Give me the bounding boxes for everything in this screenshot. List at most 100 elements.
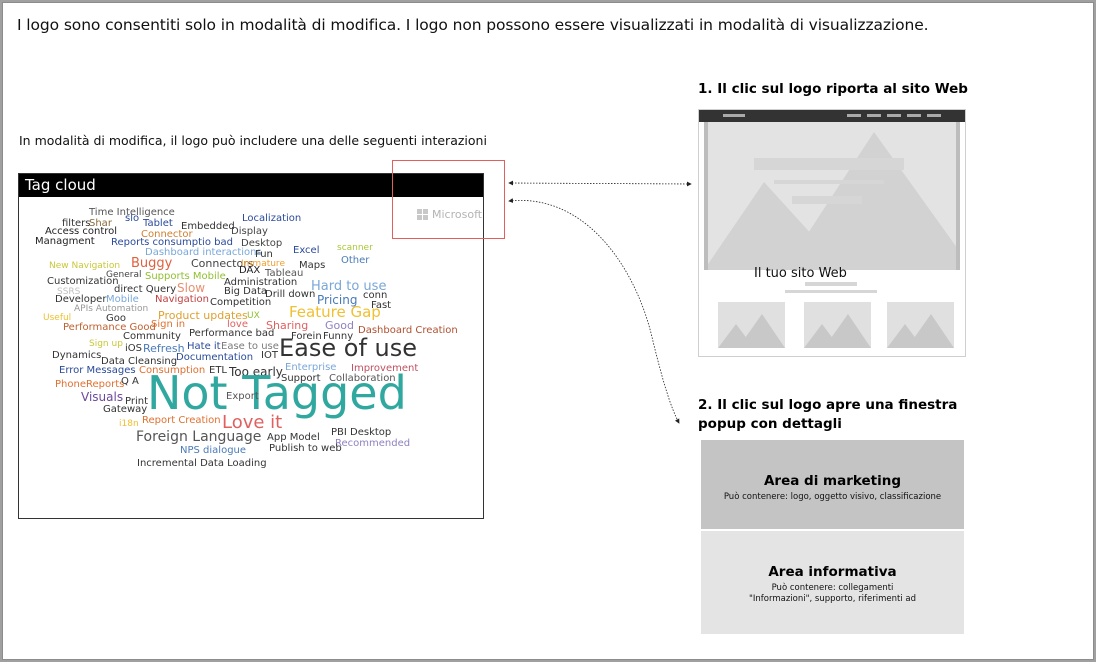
tag-cloud-word[interactable]: Embedded — [181, 221, 235, 232]
info-area-desc-line2: "Informazioni", supporto, riferimenti ad — [749, 594, 916, 604]
tag-cloud-word[interactable]: Supports Mobile — [145, 271, 226, 282]
tag-cloud-word[interactable]: Connectors — [191, 257, 254, 270]
tag-cloud-word[interactable]: Ease of use — [279, 334, 418, 362]
logo-placeholder[interactable]: Microsoft — [392, 160, 505, 239]
tag-cloud-word[interactable]: Export — [226, 391, 259, 402]
tag-cloud-word[interactable]: Q A — [121, 376, 139, 387]
tag-cloud-word[interactable]: love — [227, 319, 248, 330]
tag-cloud-word[interactable]: slo — [125, 213, 140, 224]
tag-cloud-word[interactable]: iOS — [125, 343, 142, 354]
tag-cloud-word[interactable]: Access control — [45, 226, 118, 237]
arrow-to-website — [508, 180, 692, 187]
edit-mode-text: In modalità di modifica, il logo può inc… — [19, 133, 487, 148]
tag-cloud-word[interactable]: Administration — [224, 277, 298, 288]
tag-cloud-word[interactable]: SSRS — [57, 287, 81, 297]
tag-cloud-word[interactable]: Report Creation — [142, 415, 221, 426]
tag-cloud-word[interactable]: Recommended — [335, 438, 411, 449]
tag-cloud-word[interactable]: DAX — [239, 265, 261, 276]
tag-cloud-word[interactable]: Other — [341, 255, 370, 266]
tag-cloud-word[interactable]: Fast — [371, 300, 392, 311]
tag-cloud-word[interactable]: App Model — [267, 432, 320, 443]
tag-cloud-word[interactable]: direct Query — [114, 284, 177, 295]
tag-cloud-word[interactable]: PBI Desktop — [331, 427, 392, 438]
tag-cloud-word[interactable]: Reports consumptio bad — [111, 237, 233, 248]
tag-cloud-word[interactable]: Pricing — [317, 293, 358, 307]
tag-cloud-word[interactable]: Funny — [323, 331, 354, 342]
tag-cloud-word[interactable]: Not Tagged — [147, 366, 407, 420]
tag-cloud-word[interactable]: Gateway — [103, 404, 148, 415]
tag-cloud-word[interactable]: ETL — [209, 365, 227, 376]
tag-cloud-word[interactable]: i18n — [119, 419, 139, 429]
tag-cloud-word[interactable]: Excel — [293, 245, 320, 256]
tag-cloud-word[interactable]: Sharing — [266, 319, 309, 332]
tag-cloud-word[interactable]: Print — [125, 396, 149, 407]
tag-cloud-word[interactable]: Documentation — [176, 352, 254, 363]
tag-cloud-word[interactable]: Dashboard Creation — [358, 325, 458, 336]
tag-cloud-word[interactable]: Ease to use — [221, 341, 279, 352]
tag-cloud-word[interactable]: APIs Automation — [74, 304, 149, 314]
tag-cloud-word[interactable]: Dynamics — [52, 350, 102, 361]
tag-cloud-word[interactable]: Big Data — [224, 286, 268, 297]
tag-cloud-word[interactable]: Customization — [47, 276, 119, 287]
microsoft-logo[interactable]: Microsoft — [417, 208, 482, 221]
tag-cloud-word[interactable]: Improvement — [351, 363, 419, 374]
tag-cloud-word[interactable]: Incremental Data Loading — [137, 458, 267, 469]
tag-cloud-word[interactable]: conn — [363, 290, 388, 301]
tag-cloud-word[interactable]: Display — [231, 226, 268, 237]
tag-cloud-word[interactable]: Useful — [43, 313, 72, 323]
windows-logo-icon — [417, 209, 428, 220]
tag-cloud-word[interactable]: Performance bad — [189, 328, 275, 339]
tag-cloud-word[interactable]: Time Intelligence — [89, 207, 175, 218]
tag-cloud-word[interactable]: Buggy — [131, 256, 173, 271]
tag-cloud-word[interactable]: Enterprise — [285, 362, 337, 373]
tag-cloud-word[interactable]: Too early — [229, 365, 283, 379]
tag-cloud-word[interactable]: Developer — [55, 294, 107, 305]
tag-cloud-word[interactable]: Error Messages — [59, 365, 136, 376]
tag-cloud-word[interactable]: filters — [62, 218, 91, 229]
tag-cloud-word[interactable]: Product updates — [158, 309, 248, 322]
tag-cloud-word[interactable]: Managment — [35, 236, 95, 247]
tag-cloud-word[interactable]: Community — [123, 331, 181, 342]
tag-cloud-word[interactable]: Sign up — [89, 339, 123, 349]
tag-cloud-word[interactable]: New Navigation — [49, 261, 121, 271]
tag-cloud-word[interactable]: Maps — [299, 260, 326, 271]
tag-cloud-word[interactable]: PhoneReports — [55, 379, 125, 390]
tag-cloud-word[interactable]: Hate it — [187, 341, 221, 352]
tag-cloud-word[interactable]: Performance Good — [63, 322, 156, 333]
tag-cloud-word[interactable]: Visuals — [81, 390, 124, 404]
tag-cloud-word[interactable]: Immature — [241, 259, 285, 269]
tag-cloud-word[interactable]: Shar — [89, 218, 112, 229]
tag-cloud-word[interactable]: Foreign Language — [136, 429, 262, 445]
tag-cloud-word[interactable]: Tableau — [265, 268, 304, 279]
tag-cloud-word[interactable]: Publish to web — [269, 443, 342, 454]
tag-cloud-word[interactable]: Desktop — [241, 238, 283, 249]
tag-cloud-word[interactable]: Sign in — [151, 319, 186, 330]
tag-cloud-word[interactable]: Mobile — [106, 294, 139, 305]
tag-cloud-word[interactable]: Love it — [222, 412, 283, 433]
tag-cloud-word[interactable]: Tablet — [143, 218, 173, 229]
tag-cloud-word[interactable]: Data Cleansing — [101, 356, 178, 367]
tag-cloud-word[interactable]: Collaboration — [329, 373, 396, 384]
tag-cloud-word[interactable]: Goo — [106, 313, 126, 324]
tag-cloud-word[interactable]: Navigation — [155, 294, 209, 305]
tag-cloud-word[interactable]: IOT — [261, 350, 278, 361]
tag-cloud-word[interactable]: Fun — [255, 249, 273, 260]
tag-cloud-word[interactable]: Drill down — [265, 289, 316, 300]
tag-cloud-word[interactable]: Consumption — [139, 365, 206, 376]
tag-cloud-word[interactable]: Localization — [242, 213, 302, 224]
tag-cloud-word[interactable]: Forein — [291, 331, 322, 342]
tag-cloud-word[interactable]: NPS dialogue — [180, 445, 247, 456]
tag-cloud-word[interactable]: Slow — [177, 281, 206, 295]
tag-cloud-word[interactable]: General — [106, 270, 142, 280]
tag-cloud-word[interactable]: Refresh — [143, 342, 185, 355]
tag-cloud-word[interactable]: Dashboard interactions — [145, 247, 262, 258]
tag-cloud-word[interactable]: scanner — [337, 243, 373, 253]
tag-cloud-word[interactable]: Hard to use — [311, 279, 387, 294]
tag-cloud-word[interactable]: Feature Gap — [289, 303, 381, 321]
tag-cloud-word[interactable]: Good — [325, 319, 354, 332]
tag-cloud-word[interactable]: Support — [281, 373, 321, 384]
tag-cloud-word[interactable]: UX — [247, 311, 260, 321]
tag-cloud-word[interactable]: Connector — [141, 229, 193, 240]
tag-cloud-word[interactable]: Competition — [210, 297, 272, 308]
